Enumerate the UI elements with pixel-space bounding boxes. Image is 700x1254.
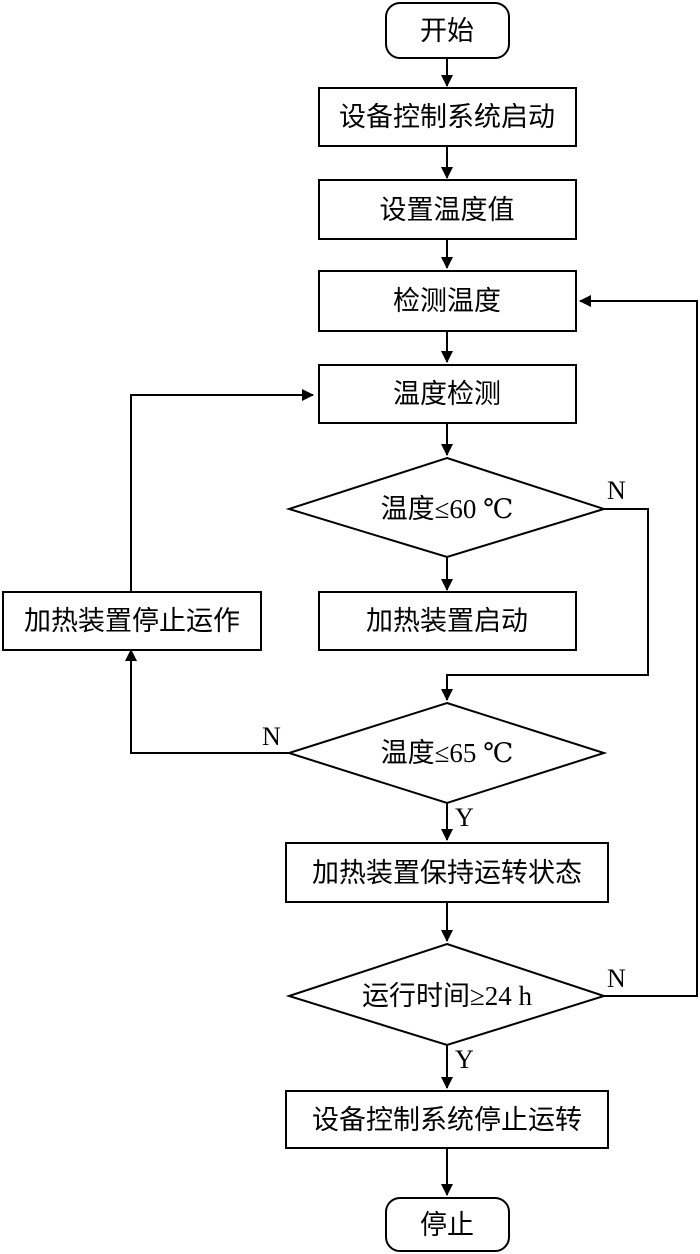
node-heater-on: 加热装置启动 bbox=[318, 591, 577, 651]
node-cond-24h: 运行时间≥24 h bbox=[285, 942, 608, 1047]
node-temp-check: 温度检测 bbox=[318, 364, 577, 424]
node-set-temp: 设置温度值 bbox=[318, 179, 577, 240]
node-detect-temp: 检测温度 bbox=[318, 270, 577, 332]
node-system-stop-label: 设备控制系统停止运转 bbox=[312, 1105, 582, 1135]
edge-heater-stop-to-check bbox=[130, 389, 314, 592]
connectors bbox=[125, 58, 698, 1196]
node-cond-65-label: 温度≤65 ℃ bbox=[381, 738, 514, 768]
branch-label-cond60-no: N bbox=[607, 476, 626, 505]
node-cond-65: 温度≤65 ℃ bbox=[285, 701, 608, 805]
edge-cond24h-no-to-detect bbox=[579, 295, 698, 997]
node-heater-keep: 加热装置保持运转状态 bbox=[285, 842, 609, 903]
node-cond-60: 温度≤60 ℃ bbox=[285, 456, 608, 559]
node-temp-check-label: 温度检测 bbox=[393, 379, 501, 409]
branch-label-cond24h-no: N bbox=[607, 964, 626, 993]
node-heater-stop: 加热装置停止运作 bbox=[2, 591, 262, 651]
node-heater-on-label: 加热装置启动 bbox=[366, 606, 528, 636]
branch-label-cond65-yes: Y bbox=[455, 803, 474, 832]
node-heater-stop-label: 加热装置停止运作 bbox=[24, 606, 240, 636]
node-set-temp-label: 设置温度值 bbox=[380, 195, 515, 225]
node-detect-temp-label: 检测温度 bbox=[393, 286, 501, 316]
branch-label-cond24h-yes: Y bbox=[455, 1045, 474, 1074]
node-start: 开始 bbox=[385, 2, 510, 59]
node-system-stop: 设备控制系统停止运转 bbox=[285, 1090, 609, 1149]
edge-cond65-no-to-heater-stop bbox=[125, 649, 289, 754]
node-end-label: 停止 bbox=[420, 1210, 474, 1240]
node-cond-24h-label: 运行时间≥24 h bbox=[362, 981, 533, 1011]
edge-cond60-no-to-cond65 bbox=[441, 508, 649, 701]
node-start-label: 开始 bbox=[420, 16, 474, 46]
node-boot-label: 设备控制系统启动 bbox=[339, 102, 555, 132]
branch-label-cond65-no: N bbox=[262, 722, 281, 751]
node-boot: 设备控制系统启动 bbox=[318, 87, 577, 147]
node-cond-60-label: 温度≤60 ℃ bbox=[381, 494, 514, 524]
node-end: 停止 bbox=[385, 1197, 510, 1252]
node-heater-keep-label: 加热装置保持运转状态 bbox=[312, 858, 582, 888]
